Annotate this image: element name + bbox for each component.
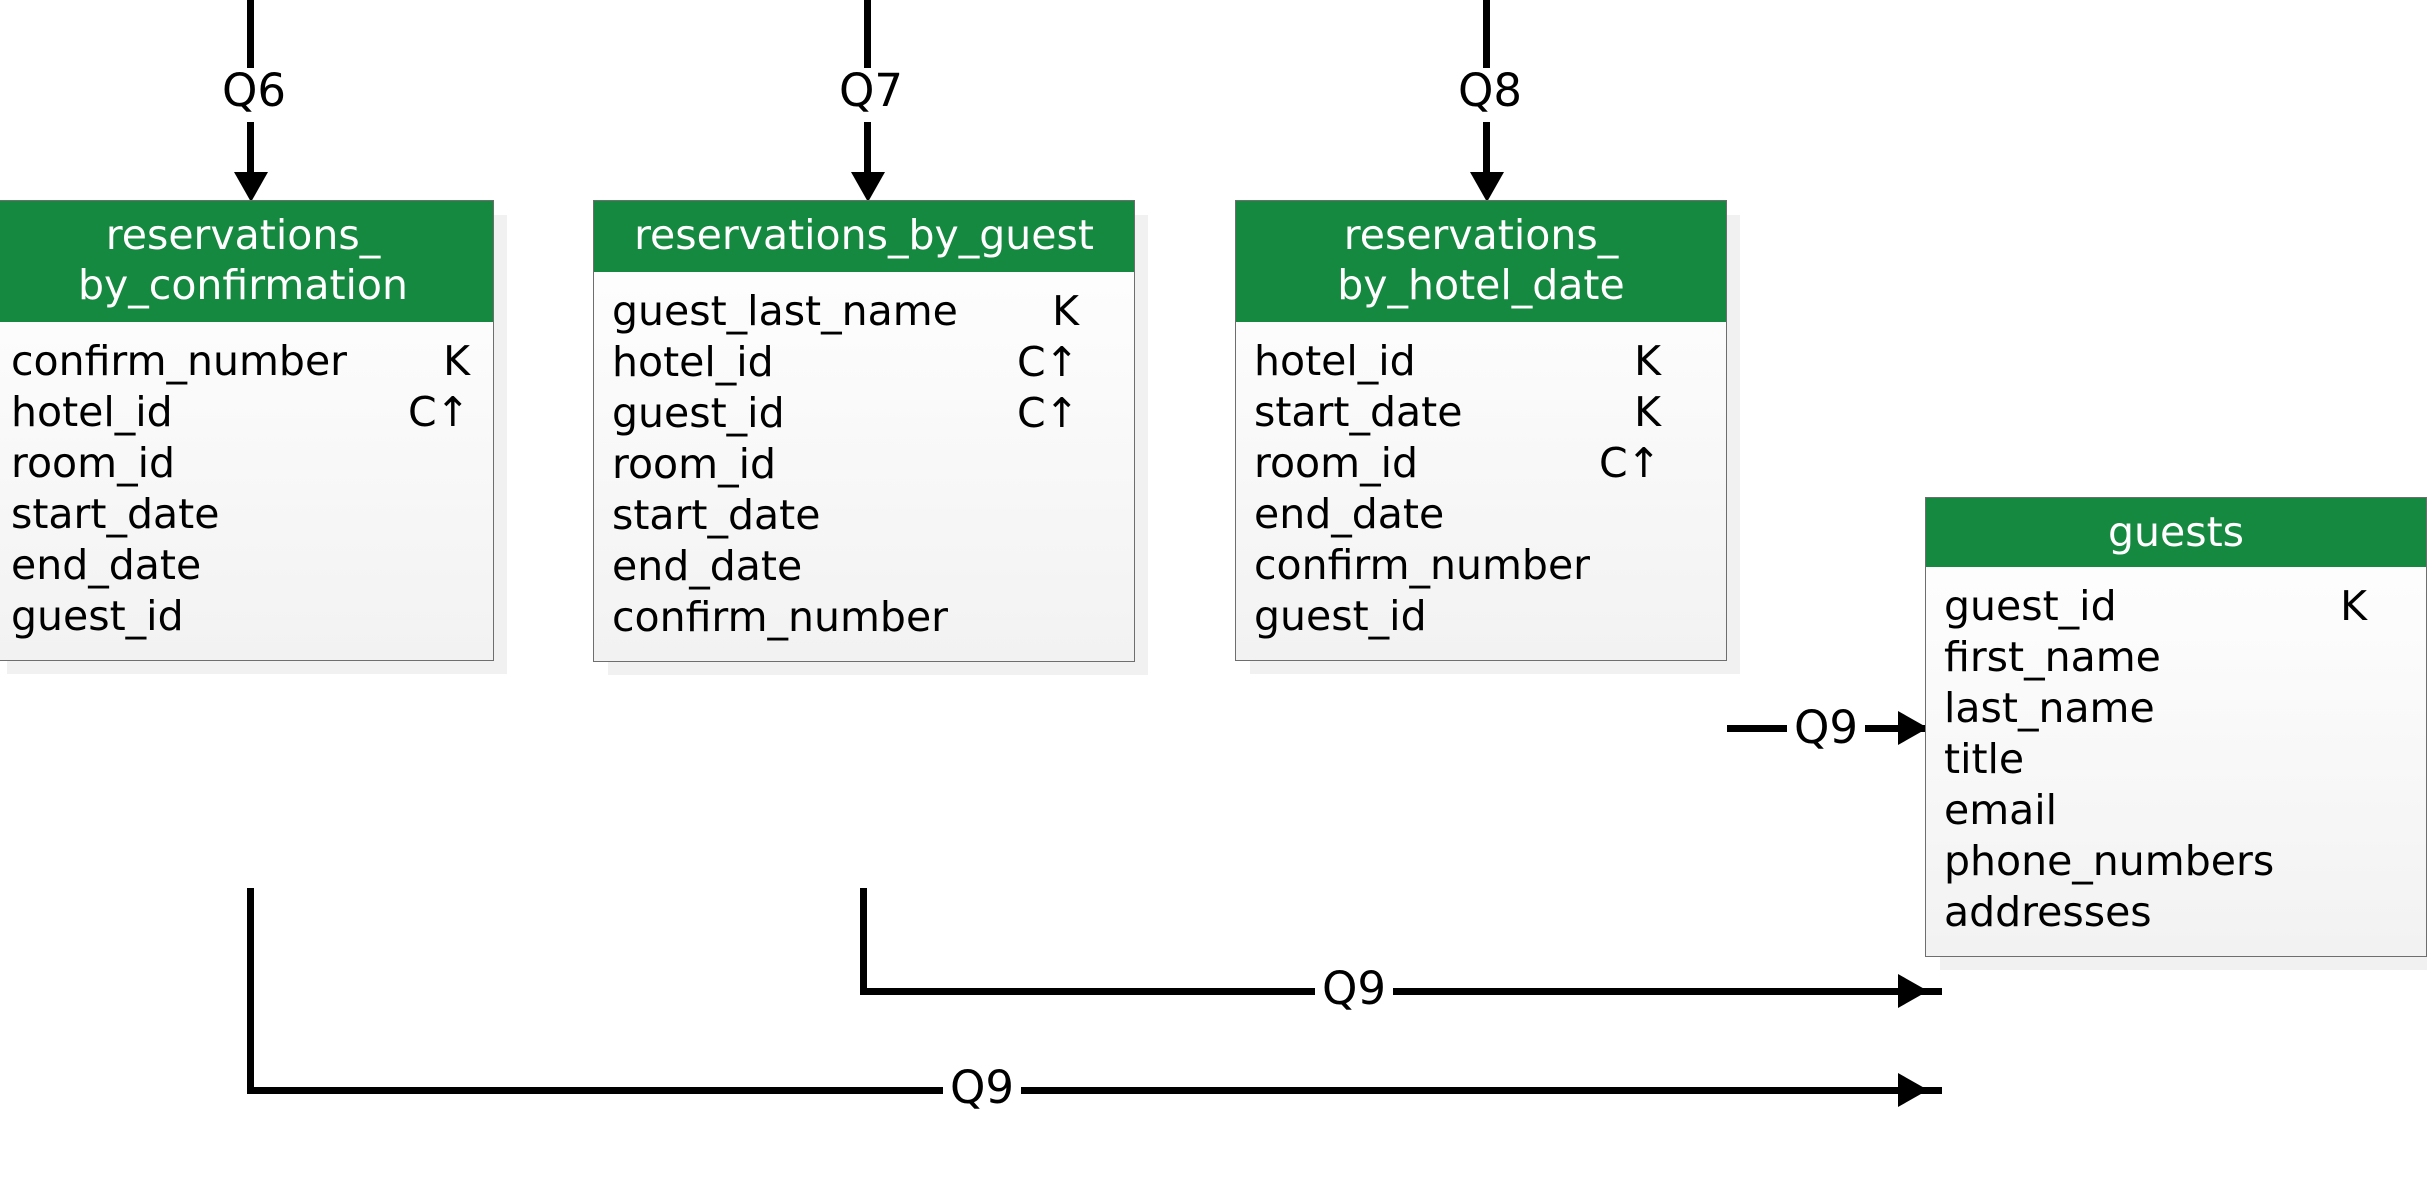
edge-label-q9-by-confirmation: Q9 — [943, 1065, 1022, 1110]
column-name: start_date — [1254, 388, 1463, 436]
column-key: C↑ — [1599, 439, 1661, 487]
column-key: K — [1634, 388, 1661, 436]
table-reservations-by-guest[interactable]: reservations_by_guest guest_last_name K … — [593, 200, 1135, 662]
table-title-reservations-by-confirmation: reservations_ by_confirmation — [0, 201, 493, 322]
table-row: start_date K — [1254, 387, 1708, 438]
table-row: email — [1944, 785, 2408, 836]
edge-q6-stem-lower — [247, 122, 254, 180]
table-row: confirm_number — [1254, 540, 1708, 591]
table-row: start_date — [612, 490, 1116, 541]
edge-q8-arrowhead — [1470, 172, 1504, 202]
column-key: K — [1052, 287, 1079, 335]
table-title-reservations-by-hotel-date: reservations_ by_hotel_date — [1236, 201, 1726, 322]
table-row: phone_numbers — [1944, 836, 2408, 887]
edge-q6-stem-upper — [247, 0, 254, 80]
column-name: room_id — [612, 440, 776, 488]
column-name: hotel_id — [612, 338, 774, 386]
edge-q8-stem-upper — [1483, 0, 1490, 80]
column-key: C↑ — [1017, 338, 1079, 386]
column-name: hotel_id — [11, 388, 173, 436]
edge-label-q9-by-guest: Q9 — [1315, 966, 1394, 1011]
edge-q9-by-confirmation-path — [247, 888, 1942, 1094]
column-key: K — [443, 337, 470, 385]
column-name: guest_id — [11, 592, 184, 640]
column-name: end_date — [1254, 490, 1445, 538]
column-name: guest_last_name — [612, 287, 958, 335]
column-name: phone_numbers — [1944, 837, 2275, 885]
column-name: room_id — [11, 439, 175, 487]
column-name: room_id — [1254, 439, 1418, 487]
edge-q7-stem-upper — [864, 0, 871, 80]
column-name: first_name — [1944, 633, 2161, 681]
table-reservations-by-confirmation[interactable]: reservations_ by_confirmation confirm_nu… — [0, 200, 494, 661]
edge-q6-arrowhead — [234, 172, 268, 202]
table-guests[interactable]: guests guest_id K first_name last_name t… — [1925, 497, 2427, 957]
table-reservations-by-hotel-date[interactable]: reservations_ by_hotel_date hotel_id K s… — [1235, 200, 1727, 661]
table-row: end_date — [11, 540, 475, 591]
column-key: C↑ — [1017, 389, 1079, 437]
column-name: title — [1944, 735, 2025, 783]
column-name: end_date — [11, 541, 202, 589]
column-key: K — [2340, 582, 2367, 630]
table-row: last_name — [1944, 683, 2408, 734]
column-name: start_date — [11, 490, 220, 538]
edge-q9-by-confirmation-arrowhead — [1898, 1073, 1928, 1107]
edge-q8-stem-lower — [1483, 122, 1490, 180]
table-row: guest_id — [11, 591, 475, 642]
column-key: C↑ — [408, 388, 470, 436]
table-row: start_date — [11, 489, 475, 540]
table-columns-guests: guest_id K first_name last_name title em… — [1926, 567, 2426, 956]
column-name: end_date — [612, 542, 803, 590]
table-row: end_date — [612, 541, 1116, 592]
edge-label-q7: Q7 — [832, 68, 911, 113]
column-name: addresses — [1944, 888, 2152, 936]
edge-q7-arrowhead — [851, 172, 885, 202]
table-title-guests: guests — [1926, 498, 2426, 567]
table-row: room_id — [612, 439, 1116, 490]
edge-q7-stem-lower — [864, 122, 871, 180]
edge-label-q6: Q6 — [215, 68, 294, 113]
table-row: guest_id C↑ — [612, 388, 1116, 439]
table-row: room_id — [11, 438, 475, 489]
column-name: confirm_number — [1254, 541, 1591, 589]
column-name: guest_id — [1254, 592, 1427, 640]
table-row: end_date — [1254, 489, 1708, 540]
table-row: hotel_id C↑ — [11, 387, 475, 438]
column-name: email — [1944, 786, 2058, 834]
table-columns-reservations-by-confirmation: confirm_number K hotel_id C↑ room_id sta… — [0, 322, 493, 660]
table-row: guest_last_name K — [612, 286, 1116, 337]
edge-q9-by-guest-arrowhead — [1898, 974, 1928, 1008]
column-key: K — [1634, 337, 1661, 385]
edge-label-q9-hotel-date: Q9 — [1787, 705, 1866, 750]
edge-q9-by-guest-path — [860, 888, 1942, 995]
table-row: guest_id — [1254, 591, 1708, 642]
table-row: first_name — [1944, 632, 2408, 683]
edge-label-q8: Q8 — [1451, 68, 1530, 113]
table-row: title — [1944, 734, 2408, 785]
table-row: confirm_number — [612, 592, 1116, 643]
column-name: last_name — [1944, 684, 2155, 732]
column-name: confirm_number — [11, 337, 348, 385]
table-row: addresses — [1944, 887, 2408, 938]
table-title-reservations-by-guest: reservations_by_guest — [594, 201, 1134, 272]
column-name: hotel_id — [1254, 337, 1416, 385]
column-name: guest_id — [1944, 582, 2117, 630]
table-row: confirm_number K — [11, 336, 475, 387]
table-row: hotel_id C↑ — [612, 337, 1116, 388]
column-name: confirm_number — [612, 593, 949, 641]
table-row: hotel_id K — [1254, 336, 1708, 387]
table-row: guest_id K — [1944, 581, 2408, 632]
table-row: room_id C↑ — [1254, 438, 1708, 489]
table-columns-reservations-by-hotel-date: hotel_id K start_date K room_id C↑ end_d… — [1236, 322, 1726, 660]
column-name: guest_id — [612, 389, 785, 437]
column-name: start_date — [612, 491, 821, 539]
table-columns-reservations-by-guest: guest_last_name K hotel_id C↑ guest_id C… — [594, 272, 1134, 661]
edge-q9-hotel-date-arrowhead — [1898, 711, 1928, 745]
